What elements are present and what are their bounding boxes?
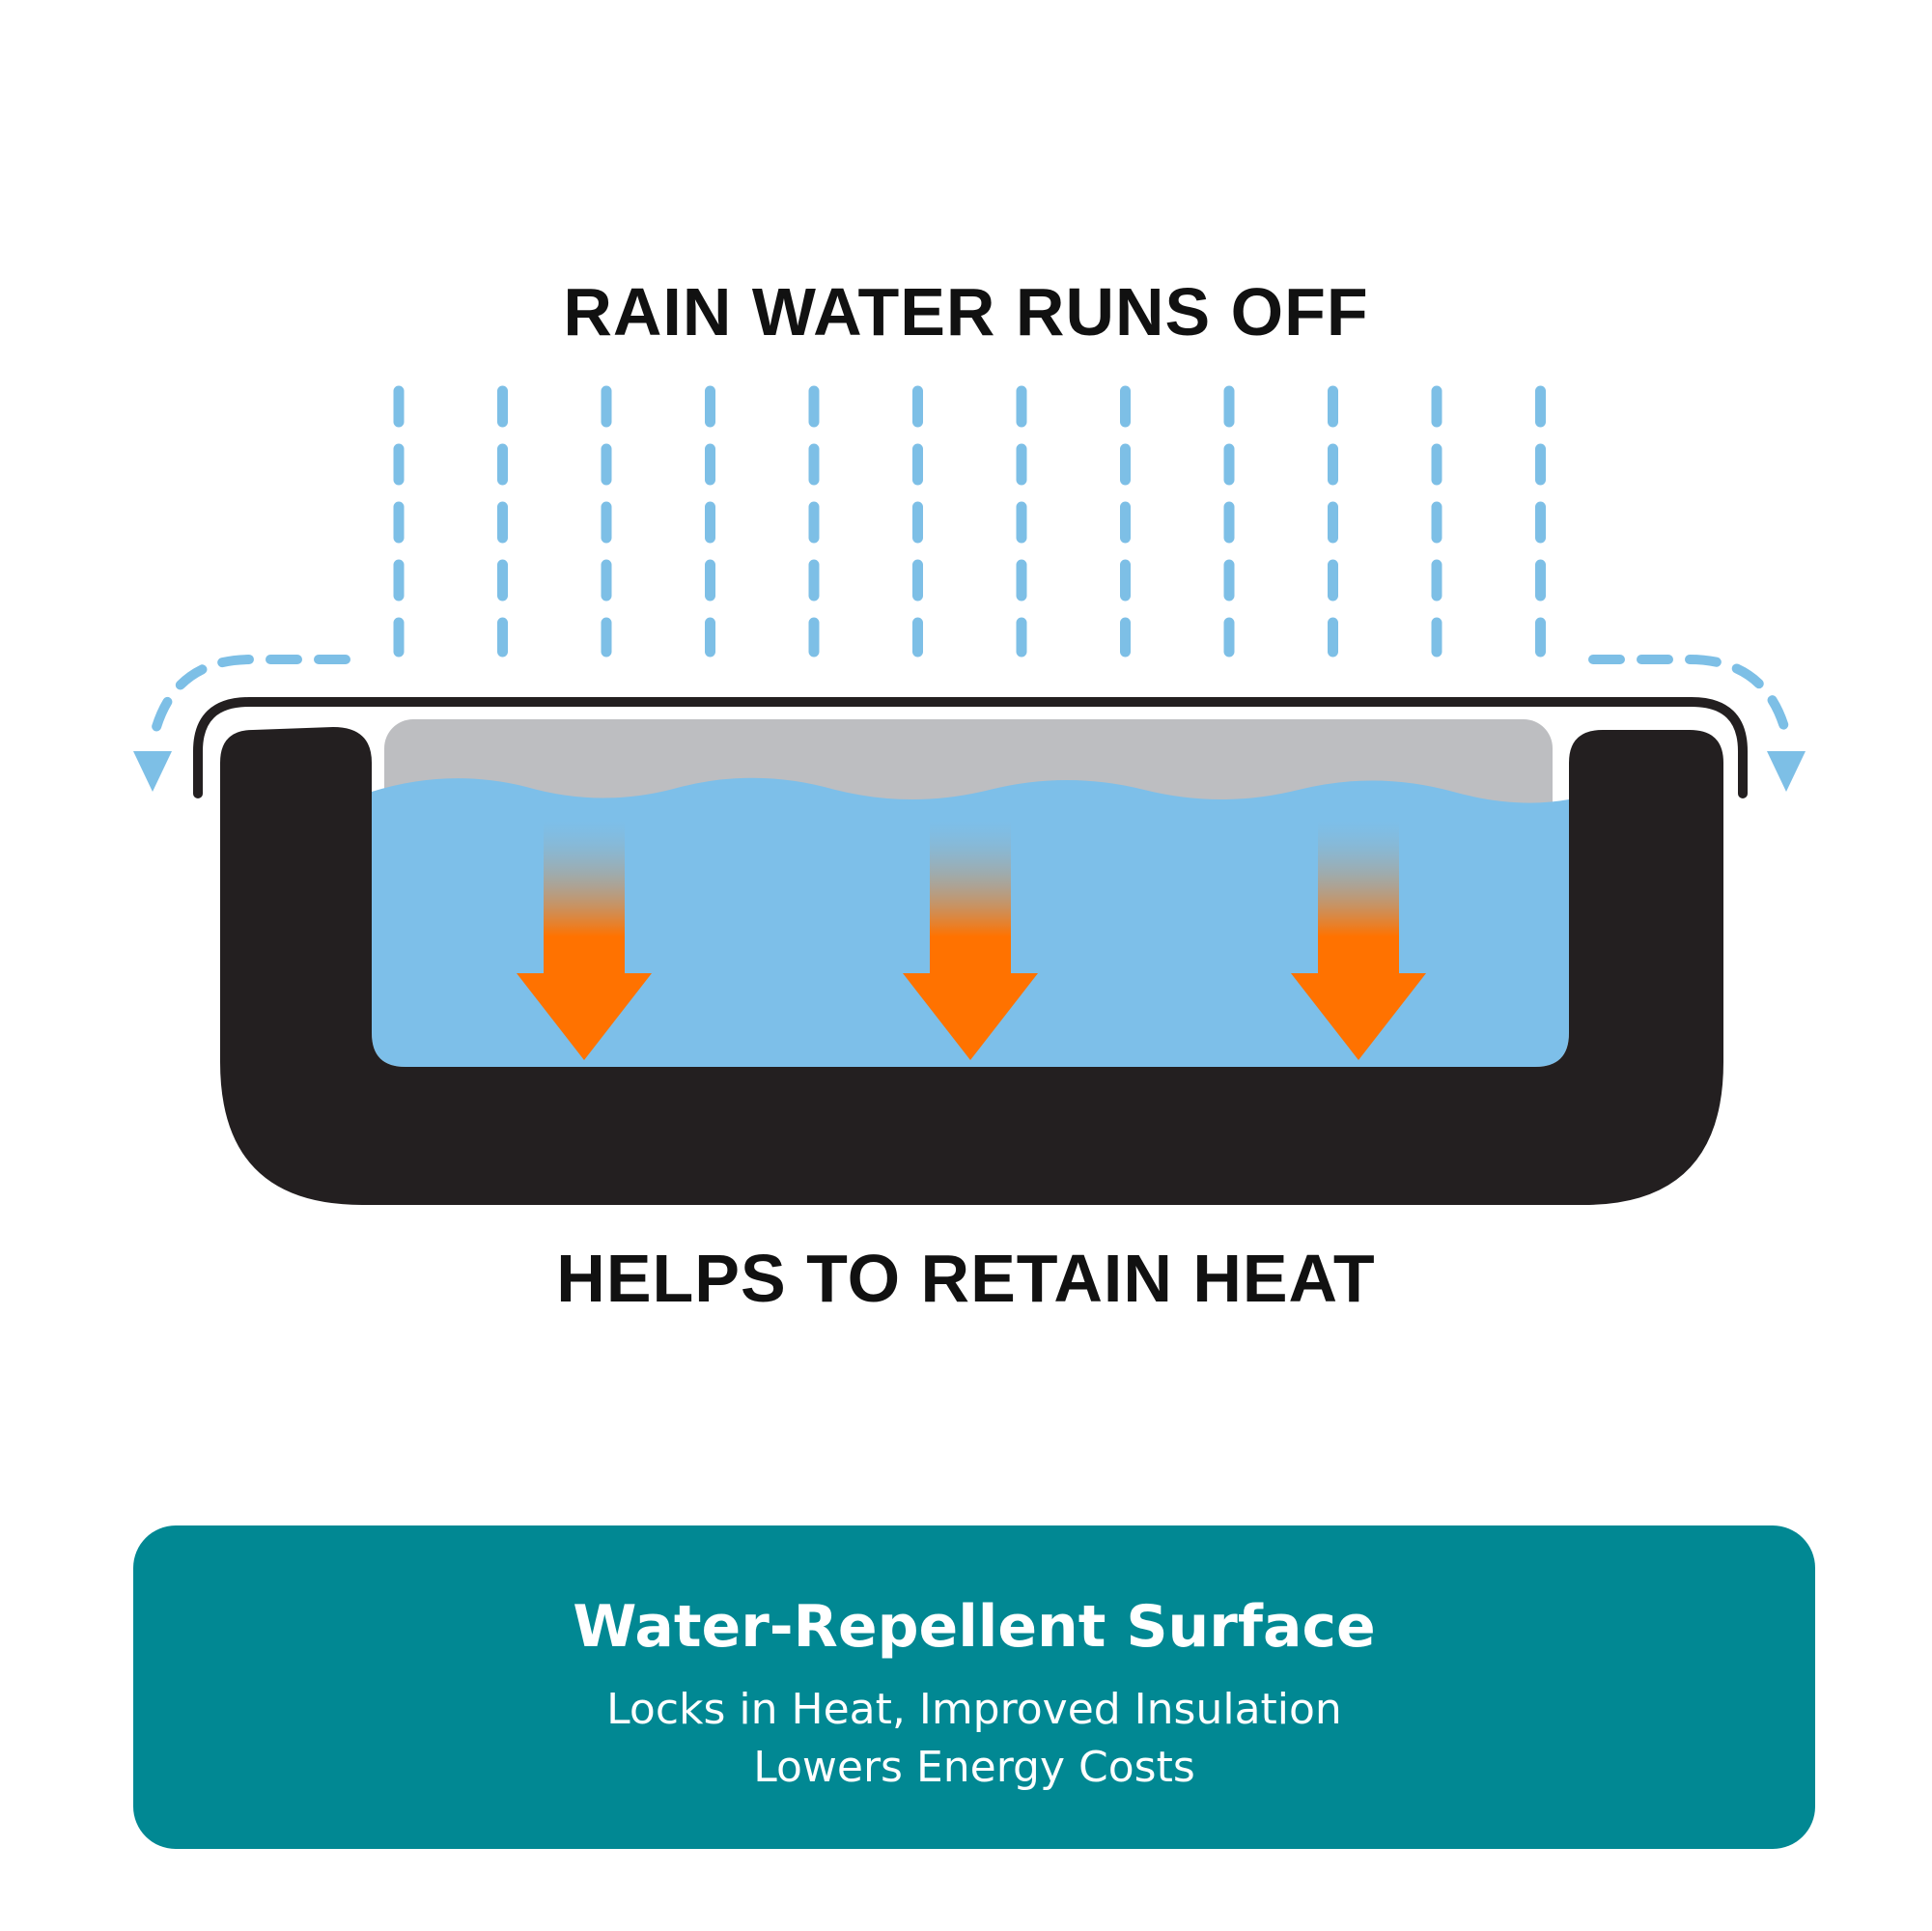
- heat-arrow-1: [517, 821, 652, 1060]
- tub-cover-outline: [193, 697, 1748, 798]
- runoff-arrow-left: [133, 655, 350, 792]
- tub-shell: [220, 727, 1723, 1205]
- panel-description-line-1: Locks in Heat, Improved Insulation: [606, 1685, 1342, 1734]
- panel-description-line-2: Lowers Energy Costs: [753, 1743, 1195, 1792]
- heat-arrow-3: [1291, 821, 1426, 1060]
- runoff-arrow-right: [1588, 655, 1806, 792]
- rain-runoff-heading: RAIN WATER RUNS OFF: [563, 274, 1369, 350]
- panel-title: Water-Repellent Surface: [573, 1593, 1376, 1661]
- rain-drops: [393, 385, 1546, 658]
- heat-arrow-2: [903, 821, 1038, 1060]
- info-panel: Water-Repellent Surface Locks in Heat, I…: [133, 1525, 1815, 1849]
- retain-heat-heading: HELPS TO RETAIN HEAT: [556, 1241, 1376, 1316]
